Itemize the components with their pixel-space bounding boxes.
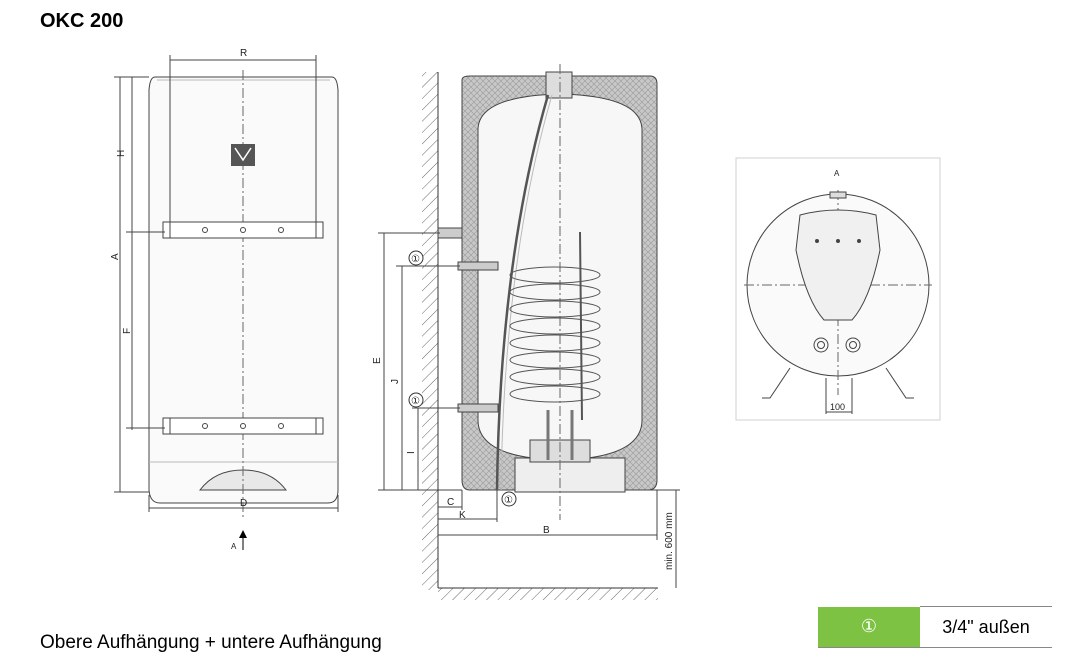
top-view-dim-100: 100 [830, 402, 845, 412]
connection-markers [408, 250, 517, 507]
dim-label-c: C [447, 497, 454, 508]
dim-label-f: F [122, 328, 133, 334]
marker-1-bottom: ① [504, 495, 513, 506]
marker-1-upper: ① [411, 254, 420, 265]
min-height-label: min. 600 mm [664, 512, 675, 570]
dim-label-d: D [240, 498, 247, 509]
dim-label-a: A [110, 253, 121, 260]
legend-value: 3/4" außen [920, 606, 1052, 648]
top-view-frame [735, 157, 941, 421]
front-view [114, 55, 339, 550]
view-arrow-label: A [231, 542, 237, 551]
floor-hatch [438, 588, 658, 600]
legend-row: ① 3/4" außen [818, 606, 1052, 648]
side-view [378, 64, 680, 600]
dim-label-i: I [406, 451, 417, 454]
upper-bracket [162, 221, 324, 239]
dim-label-k: K [459, 510, 466, 521]
page-title: OKC 200 [40, 10, 124, 32]
logo-icon [231, 144, 255, 166]
marker-1-lower: ① [411, 396, 420, 407]
lower-bracket [162, 417, 324, 435]
top-view-plate [795, 209, 881, 321]
legend-table: ① 3/4" außen [818, 606, 1052, 648]
top-view-label-a: A [834, 169, 840, 178]
dim-label-e: E [372, 357, 383, 364]
dim-label-h: H [116, 150, 127, 157]
top-view [735, 157, 941, 421]
dim-label-r: R [240, 48, 247, 59]
dim-label-j: J [390, 379, 401, 384]
wall-hatch [422, 72, 438, 590]
caption: Obere Aufhängung + untere Aufhängung [40, 632, 382, 653]
dim-label-b: B [543, 525, 550, 536]
bottom-flange [514, 457, 626, 493]
legend-symbol: ① [818, 606, 920, 648]
heat-exchanger-coil [509, 266, 601, 403]
